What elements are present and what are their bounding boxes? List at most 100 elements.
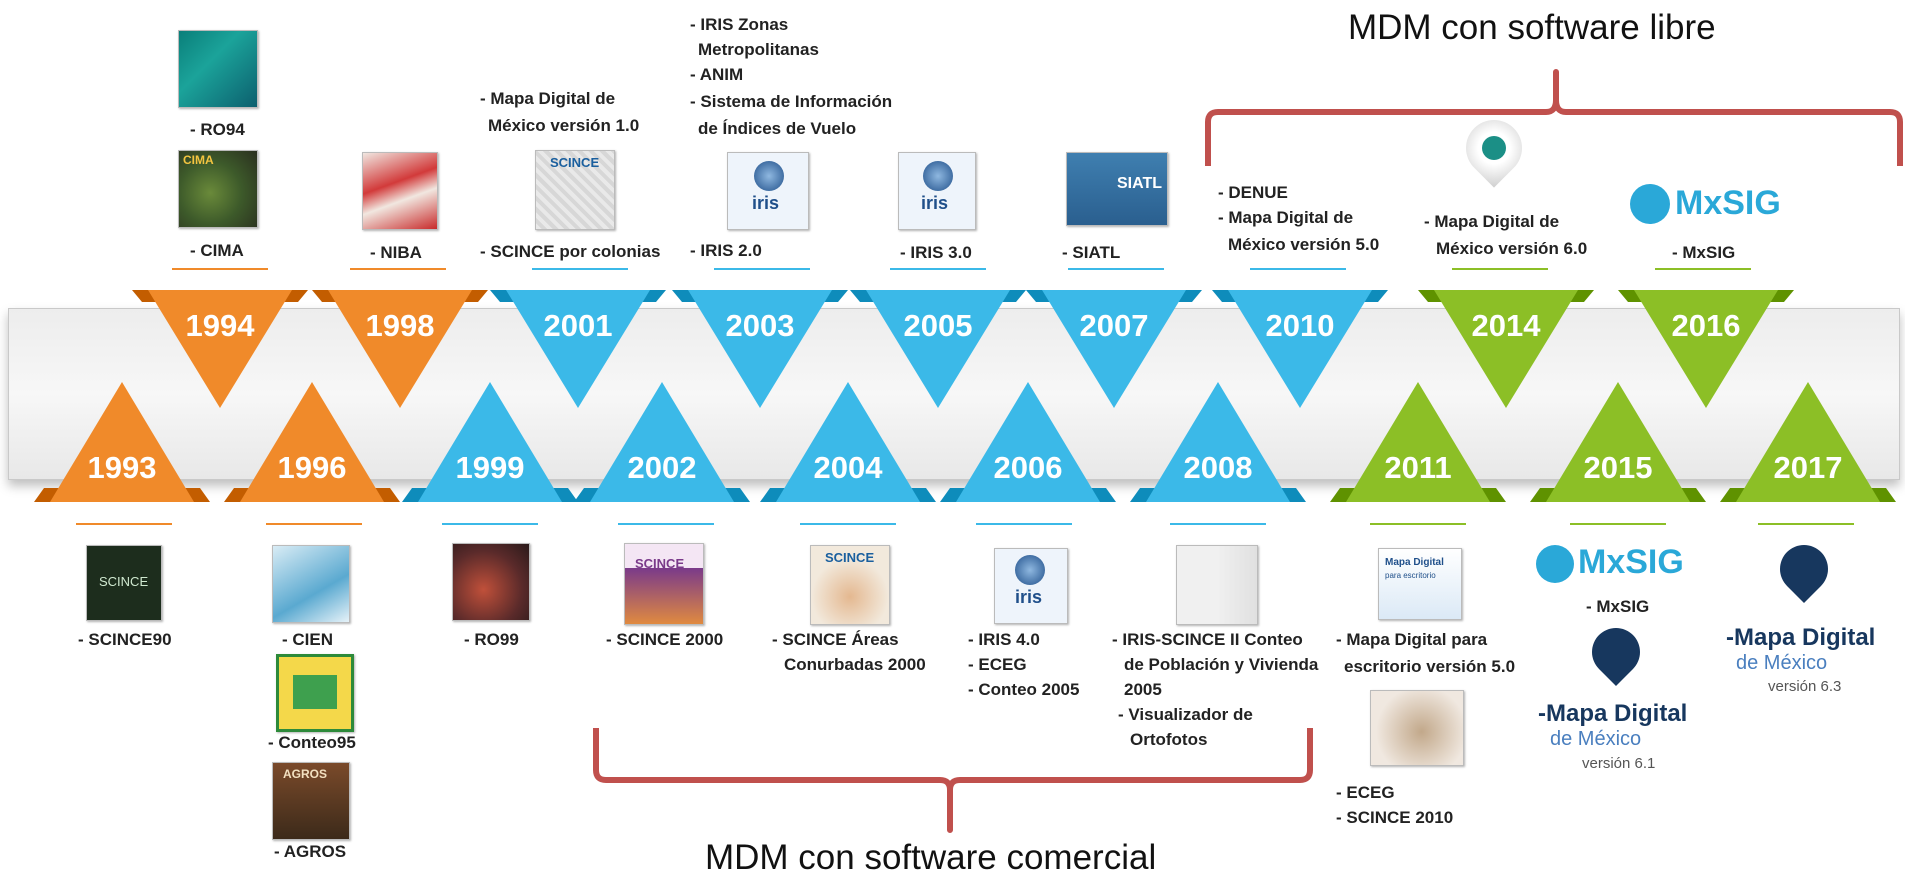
year-triangle-1993 bbox=[50, 382, 194, 502]
cien-image bbox=[272, 545, 350, 623]
scince-colonias-image: SCINCE bbox=[535, 150, 615, 230]
label-iris-scince-line3: 2005 bbox=[1124, 680, 1162, 699]
scince-areas-image: SCINCE bbox=[810, 545, 890, 625]
label-iris-scince-line2: de Población y Vivienda bbox=[1124, 655, 1319, 674]
siatl-title: SIATL bbox=[1117, 175, 1163, 192]
year-label-2016: 2016 bbox=[1672, 308, 1741, 343]
iris-scince-image bbox=[1176, 545, 1258, 625]
agros-image: AGROS bbox=[272, 762, 350, 840]
underline-2004 bbox=[800, 523, 896, 525]
year-label-2007: 2007 bbox=[1080, 308, 1149, 343]
label-mapa-digital-60-group: - Mapa Digital de México versión 6.0 bbox=[1424, 209, 1587, 261]
underline-2014 bbox=[1452, 268, 1548, 270]
iris40-image: iris bbox=[994, 548, 1068, 624]
year-label-1994: 1994 bbox=[186, 308, 256, 343]
label-eceg-2006: - ECEG bbox=[968, 655, 1027, 674]
label-cima: - CIMA bbox=[190, 241, 244, 260]
year-triangle-2011 bbox=[1346, 382, 1490, 502]
label-denue: - DENUE bbox=[1218, 183, 1288, 202]
underline-1998 bbox=[350, 268, 446, 270]
label-mapa-digital-60-line1: - Mapa Digital de bbox=[1424, 212, 1560, 231]
label-iris-scince-line1: - IRIS-SCINCE II Conteo bbox=[1112, 630, 1303, 649]
label-mapa-digital-10-line2: México versión 1.0 bbox=[488, 116, 640, 135]
year-triangle-2016 bbox=[1634, 290, 1778, 408]
mapa-digital-63-sub: de México bbox=[1736, 652, 1828, 674]
year-label-2015: 2015 bbox=[1584, 450, 1653, 485]
year-triangle-2003 bbox=[688, 290, 832, 408]
label-mapa-escritorio-group: - Mapa Digital para escritorio versión 5… bbox=[1336, 627, 1515, 679]
mapa-digital-63-version: versión 6.3 bbox=[1768, 678, 1842, 695]
year-triangle-1998 bbox=[328, 290, 472, 408]
year-triangle-2017 bbox=[1736, 382, 1880, 502]
label-iris20: - IRIS 2.0 bbox=[690, 241, 762, 260]
mapa-escritorio-image: Mapa Digital para escritorio bbox=[1378, 548, 1462, 620]
label-mapa-digital-10: - Mapa Digital de México versión 1.0 bbox=[480, 86, 639, 138]
label-mapa-digital-10-line1: - Mapa Digital de bbox=[480, 89, 616, 108]
label-visualizador-line1: - Visualizador de bbox=[1118, 705, 1253, 724]
underline-2015 bbox=[1570, 523, 1666, 525]
label-mapa-digital-50-line1: - Mapa Digital de bbox=[1218, 208, 1354, 227]
year-triangle-2007 bbox=[1042, 290, 1186, 408]
mapa-escritorio-box-line2: para escritorio bbox=[1385, 571, 1436, 580]
year-triangle-1999 bbox=[418, 382, 562, 502]
label-agros: - AGROS bbox=[274, 842, 347, 861]
year-label-1999: 1999 bbox=[456, 450, 525, 485]
label-eceg-2011: - ECEG bbox=[1336, 783, 1395, 802]
year-triangle-2006 bbox=[956, 382, 1100, 502]
year-label-2014: 2014 bbox=[1472, 308, 1542, 343]
year-triangle-2002 bbox=[590, 382, 734, 502]
iris40-globe-icon bbox=[1015, 555, 1045, 585]
iris40-title: iris bbox=[1015, 587, 1043, 607]
iris20-image: iris bbox=[727, 152, 809, 230]
year-label-2003: 2003 bbox=[726, 308, 795, 343]
scince-colonias-title: SCINCE bbox=[550, 155, 600, 170]
label-scince2000: - SCINCE 2000 bbox=[606, 630, 724, 649]
label-mxsig-2015: - MxSIG bbox=[1586, 597, 1650, 616]
label-mxsig-2016: - MxSIG bbox=[1672, 243, 1736, 262]
year-label-1998: 1998 bbox=[366, 308, 435, 343]
label-conteo2005: - Conteo 2005 bbox=[968, 680, 1080, 699]
underline-1993 bbox=[76, 523, 172, 525]
label-scince-areas-group: - SCINCE Áreas Conurbadas 2000 bbox=[772, 627, 926, 677]
label-ro99: - RO99 bbox=[464, 630, 519, 649]
underline-2002 bbox=[618, 523, 714, 525]
underline-2010 bbox=[1250, 268, 1346, 270]
label-mapa-digital-50-line2: México versión 5.0 bbox=[1228, 235, 1380, 254]
label-siatl: - SIATL bbox=[1062, 243, 1121, 262]
ro94-cover-image bbox=[178, 30, 258, 108]
underline-1994 bbox=[172, 268, 268, 270]
label-iris-scince-group: - IRIS-SCINCE II Conteo de Población y V… bbox=[1112, 627, 1318, 752]
year-triangle-2005 bbox=[866, 290, 1010, 408]
underline-2016 bbox=[1655, 268, 1751, 270]
year-triangle-2004 bbox=[776, 382, 920, 502]
scince2000-title: SCINCE bbox=[635, 556, 685, 571]
cima-cover-title: CIMA bbox=[183, 153, 214, 167]
eceg-scince2010-image bbox=[1370, 690, 1464, 766]
iris20-title: iris bbox=[752, 193, 780, 213]
mapa-digital-61-name: Mapa Digital bbox=[1546, 700, 1688, 727]
year-label-2002: 2002 bbox=[628, 450, 697, 485]
label-mapa-digital-60-line2: México versión 6.0 bbox=[1436, 239, 1588, 258]
heading-software-comercial: MDM con software comercial bbox=[705, 838, 1157, 877]
label-iris-zonas-line2: Metropolitanas bbox=[698, 40, 819, 59]
year-label-2010: 2010 bbox=[1266, 308, 1335, 343]
agros-title: AGROS bbox=[283, 767, 328, 781]
bracket-software-comercial bbox=[593, 728, 1313, 833]
label-eceg-scince2010-group: - ECEG - SCINCE 2010 bbox=[1336, 780, 1453, 830]
year-triangle-2008 bbox=[1146, 382, 1290, 502]
mapa-digital-63-dash: - bbox=[1726, 624, 1734, 651]
year-label-2017: 2017 bbox=[1774, 450, 1843, 485]
label-mapa-escritorio-line2: escritorio versión 5.0 bbox=[1344, 657, 1516, 676]
year-label-1996: 1996 bbox=[278, 450, 347, 485]
label-scince-areas-line2: Conurbadas 2000 bbox=[784, 655, 926, 674]
underline-2005 bbox=[890, 268, 986, 270]
label-mapa-digital-50-group: - DENUE - Mapa Digital de México versión… bbox=[1218, 180, 1379, 257]
cima-cover-image: CIMA bbox=[178, 150, 258, 228]
label-visualizador-line2: Ortofotos bbox=[1130, 730, 1208, 749]
label-iris30: - IRIS 3.0 bbox=[900, 243, 972, 262]
year-label-2011: 2011 bbox=[1384, 450, 1451, 485]
niba-cover-image bbox=[362, 152, 438, 230]
underline-2003 bbox=[714, 268, 810, 270]
year-label-2006: 2006 bbox=[994, 450, 1063, 485]
scince-areas-title: SCINCE bbox=[825, 550, 875, 565]
